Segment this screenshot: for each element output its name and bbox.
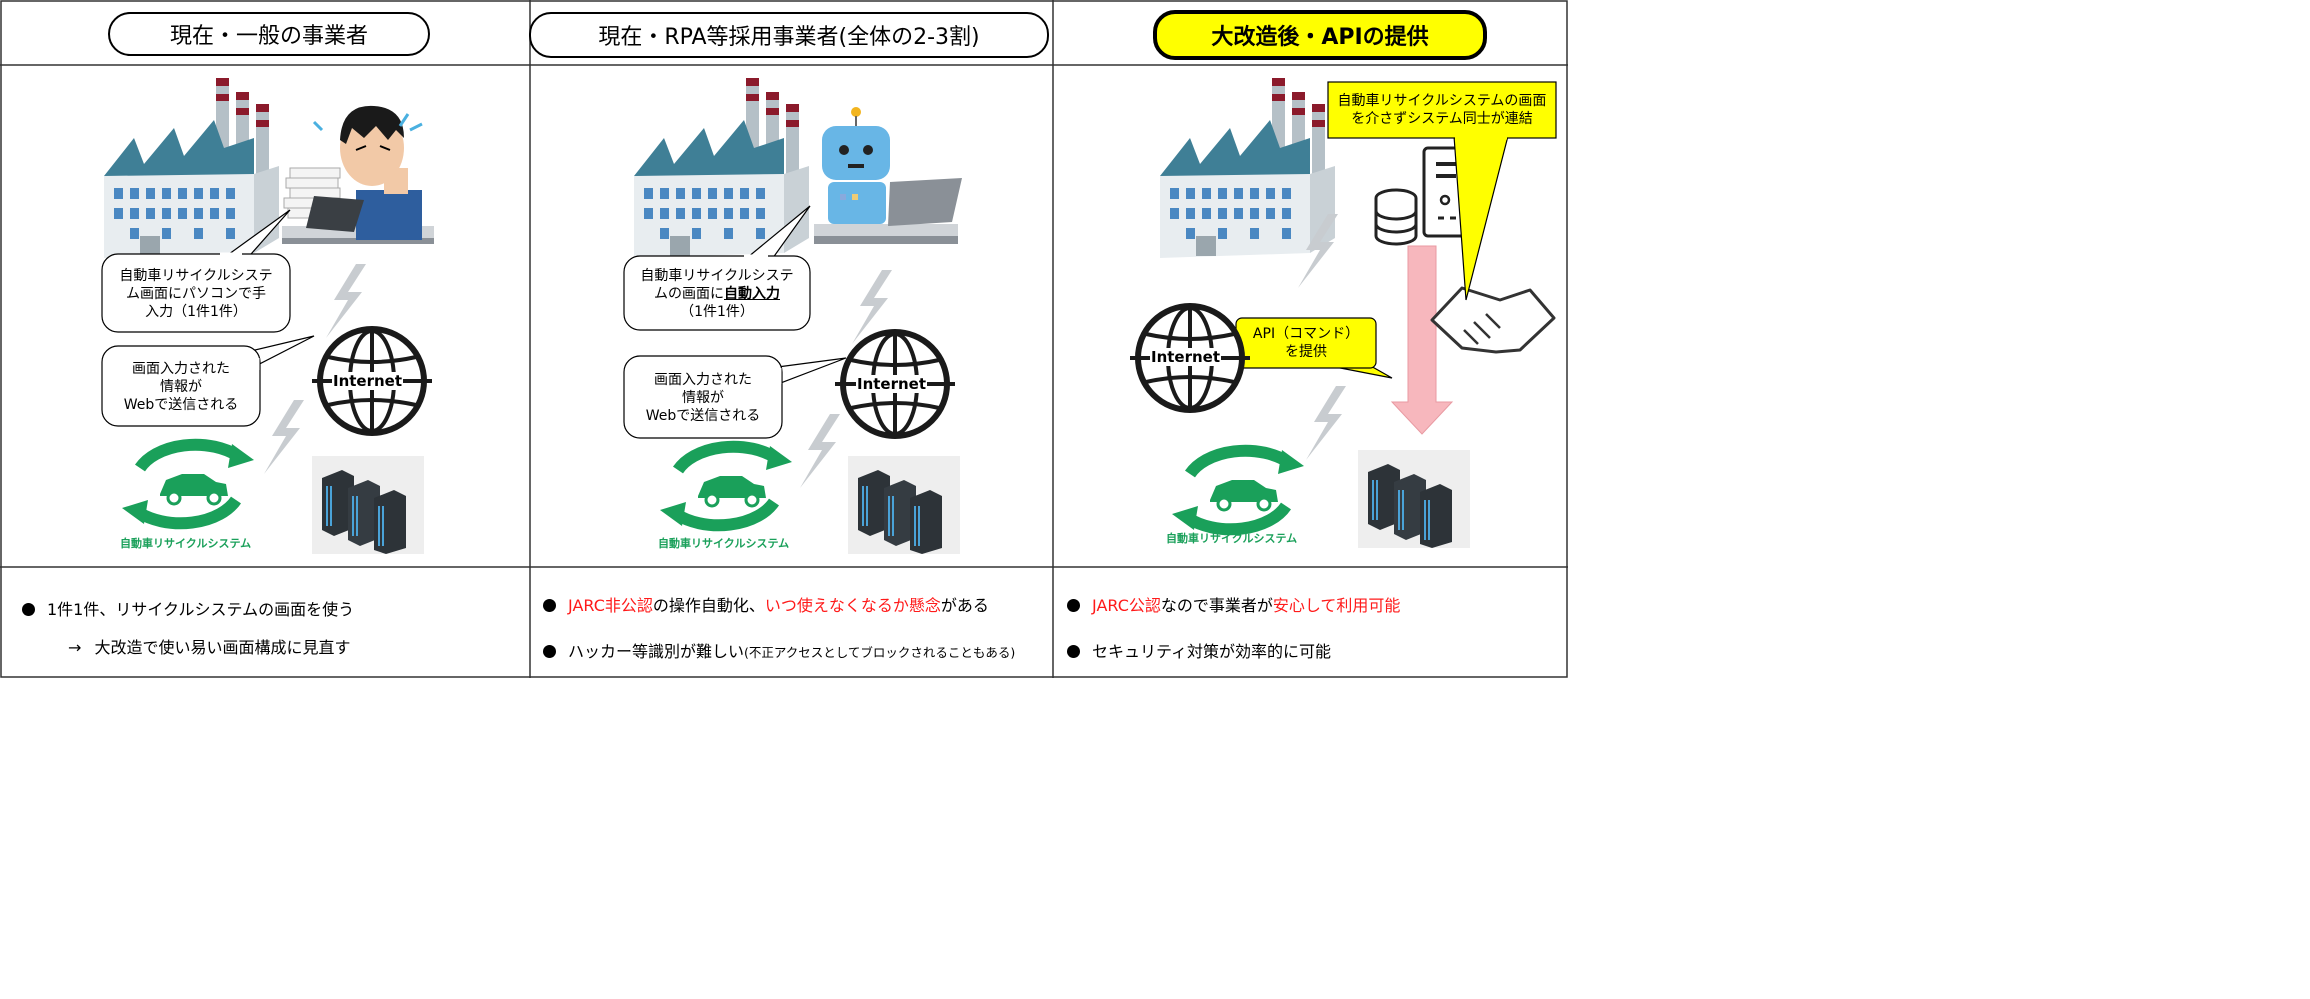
bullet-text: 1件1件、リサイクルシステムの画面を使う [47, 600, 355, 619]
bullet-text: ハッカー等識別が難しい [568, 642, 745, 661]
api-line: を提供 [1285, 344, 1327, 360]
bubble-2-web-shape [623, 355, 847, 439]
jarc-logo-icon-2 [660, 446, 792, 526]
callout-line: を介さずシステム同士が連結 [1351, 111, 1533, 127]
diagram-canvas [0, 0, 1568, 678]
auto-input-emphasis: 自動入力 [724, 286, 780, 302]
internet-label-3: Internet [1150, 348, 1222, 366]
bubble-line: 画面入力された [654, 372, 752, 388]
bubble-1-input-shape [101, 209, 291, 333]
bullet-dot-icon [1067, 599, 1080, 612]
lightning-icon-3b [1306, 386, 1346, 460]
bullet-dot-icon [1067, 645, 1080, 658]
jarc-logo-icon-3 [1172, 450, 1304, 530]
bullet-col3-2: セキュリティ対策が効率的に可能 [1067, 638, 1331, 662]
bubble-line: ムの画面に自動入力 [654, 285, 780, 303]
server-racks-icon-3 [1358, 450, 1470, 548]
bullet-dot-icon [22, 603, 35, 616]
table-grid [0, 0, 1568, 678]
bullet-col2-2: ハッカー等識別が難しい(不正アクセスとしてブロックされることもある) [543, 638, 1015, 662]
api-provide-box: API（コマンド） を提供 [1236, 320, 1376, 366]
handshake-icon [1430, 286, 1556, 354]
factory-illustration-3 [1160, 78, 1335, 258]
bullet-col3-1: JARC公認なので事業者が安心して利用可能 [1067, 592, 1400, 616]
bullet-red-text: いつ使えなくなるか懸念 [764, 596, 941, 615]
bubble-auto-input: 自動車リサイクルシステ ムの画面に自動入力 （1件1件） [624, 258, 810, 330]
database-icon [1374, 188, 1418, 246]
jarc-label-1: 自動車リサイクルシステム [120, 537, 252, 550]
lightning-icon-1a [326, 264, 366, 338]
jarc-label-3: 自動車リサイクルシステム [1166, 532, 1298, 545]
bubble-line: 入力（1件1件） [145, 304, 247, 320]
header-col3: 大改造後・APIの提供 [1211, 25, 1429, 50]
bullet-dot-icon [543, 645, 556, 658]
bubble-line: 自動車リサイクルシステ [119, 268, 273, 284]
bullet-text: がある [940, 596, 989, 615]
header-pill-col2: 現在・RPA等採用事業者(全体の2-3割) [529, 12, 1049, 58]
header-pill-col1: 現在・一般の事業者 [108, 12, 430, 56]
bubble-line: 情報が [160, 379, 202, 395]
server-racks-icon-2 [848, 456, 960, 554]
bubble-line: 情報が [682, 390, 724, 406]
bullet-col1-2: → 大改造で使い易い画面構成に見直す [68, 634, 351, 658]
bullet-text: セキュリティ対策が効率的に可能 [1092, 642, 1332, 661]
api-line: API（コマンド） [1252, 326, 1360, 342]
pink-down-arrow [1390, 245, 1454, 435]
bullet-small-text: (不正アクセスとしてブロックされることもある) [744, 645, 1016, 660]
right-arrow-icon: → [68, 638, 82, 657]
robot-illustration [814, 107, 962, 244]
bullet-text: の操作自動化、 [652, 596, 765, 615]
callout-direct-link: 自動車リサイクルシステムの画面 を介さずシステム同士が連結 [1328, 84, 1556, 136]
internet-label-2: Internet [856, 375, 928, 393]
callout-line: 自動車リサイクルシステムの画面 [1337, 93, 1547, 109]
bubble-web-send-2: 画面入力された 情報が Webで送信される [624, 358, 782, 438]
header-col1: 現在・一般の事業者 [169, 24, 368, 49]
stressed-worker-illustration [282, 105, 434, 244]
bullet-col1-1: 1件1件、リサイクルシステムの画面を使う [22, 596, 354, 620]
lightning-icon-2b [800, 414, 840, 488]
bubble-line: Webで送信される [645, 408, 761, 424]
header-pill-col3: 大改造後・APIの提供 [1153, 10, 1487, 60]
bullet-col2-1: JARC非公認の操作自動化、いつ使えなくなるか懸念がある [543, 592, 989, 616]
jarc-label-2: 自動車リサイクルシステム [658, 537, 790, 550]
bubble-line: ム画面にパソコンで手 [126, 286, 266, 302]
bullet-dot-icon [543, 599, 556, 612]
bubble-manual-input: 自動車リサイクルシステ ム画面にパソコンで手 入力（1件1件） [102, 256, 290, 332]
server-racks-icon-1 [312, 456, 424, 554]
bubble-1-web-shape [101, 335, 315, 427]
bubble-fragment: ムの画面に [654, 286, 724, 302]
bubble-line: 画面入力された [132, 361, 230, 377]
callout-shape [1327, 81, 1557, 301]
lightning-icon-1b [264, 400, 304, 474]
internet-label-1: Internet [332, 372, 404, 390]
bullet-text: 大改造で使い易い画面構成に見直す [94, 638, 351, 657]
bullet-red-text: 安心して利用可能 [1272, 596, 1401, 615]
bullet-red-text: JARC公認 [1092, 596, 1161, 615]
bubble-line: Webで送信される [123, 397, 239, 413]
bubble-line: （1件1件） [680, 304, 754, 320]
bubble-web-send-1: 画面入力された 情報が Webで送信される [102, 348, 260, 426]
bubble-line: 自動車リサイクルシステ [640, 268, 794, 284]
factory-illustration-1 [104, 78, 279, 258]
header-col2: 現在・RPA等採用事業者(全体の2-3割) [598, 25, 980, 50]
bullet-red-text: JARC非公認 [568, 596, 653, 615]
jarc-logo-icon-1 [122, 444, 254, 524]
bubble-2-input-shape [623, 205, 811, 331]
bullet-text: なので事業者が [1160, 596, 1273, 615]
api-box-shape [1235, 317, 1393, 379]
